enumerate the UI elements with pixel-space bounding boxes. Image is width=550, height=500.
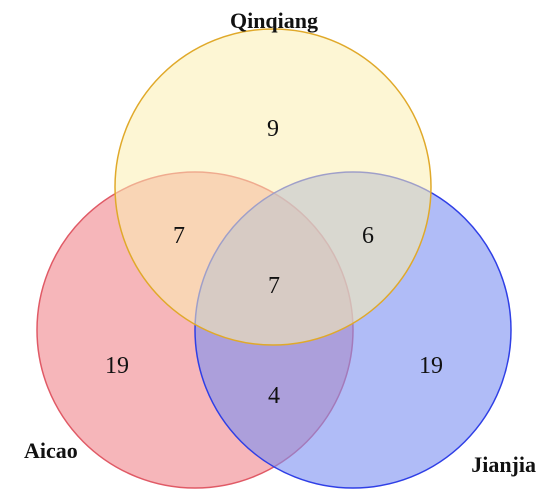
set-circle-qinqiang: [114, 28, 432, 346]
set-label-jianjia: Jianjia: [471, 452, 536, 477]
region-qinqiang-aicao: 7: [173, 223, 185, 249]
region-qinqiang-only: 9: [267, 116, 279, 142]
region-jianjia-only: 19: [419, 353, 443, 379]
region-aicao-only: 19: [105, 353, 129, 379]
set-label-aicao: Aicao: [24, 438, 78, 463]
region-all-three: 7: [268, 273, 280, 299]
region-aicao-jianjia: 4: [268, 383, 280, 409]
set-label-qinqiang: Qinqiang: [230, 8, 318, 33]
region-qinqiang-jianjia: 6: [362, 223, 374, 249]
